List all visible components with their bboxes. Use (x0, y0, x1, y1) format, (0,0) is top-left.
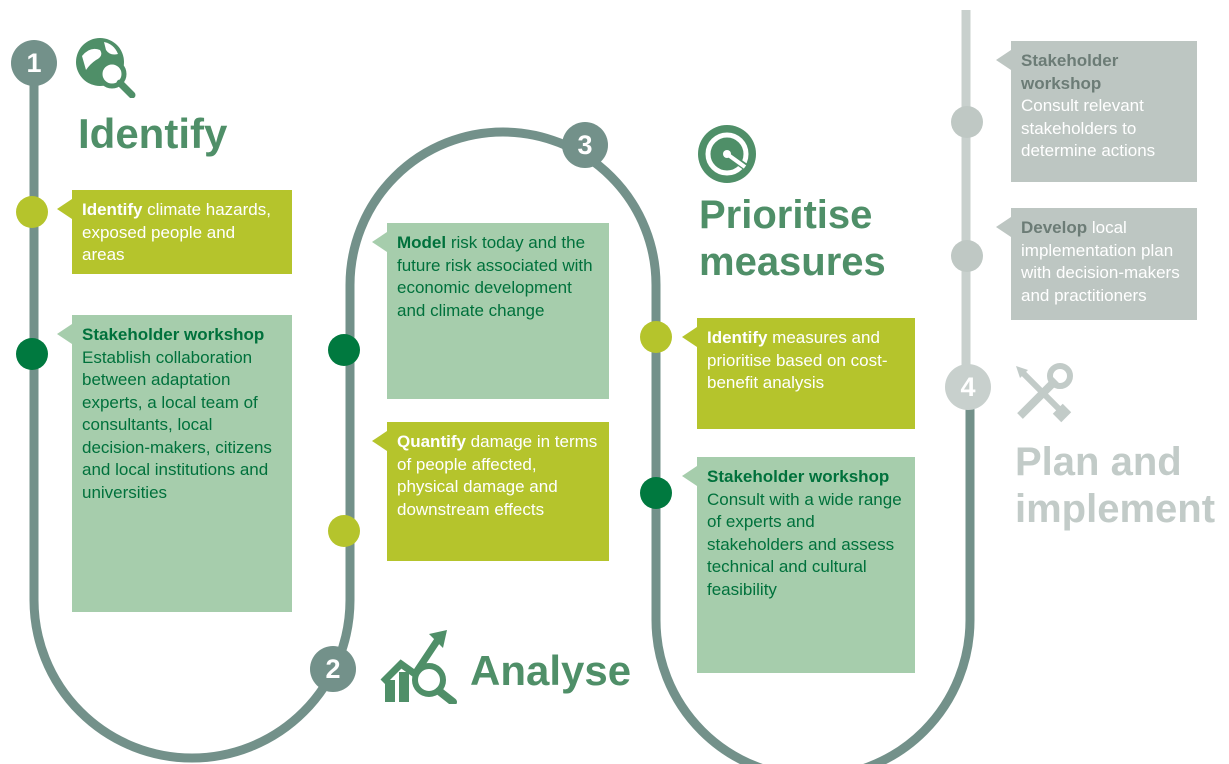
box-prioritise-workshop: Stakeholder workshop Consult with a wide… (682, 457, 915, 673)
box-prioritise-workshop-body: Consult with a wide range of experts and… (707, 489, 902, 599)
step-1-badge: 1 (11, 40, 57, 86)
dot-plan-workshop (951, 106, 983, 138)
box-identify-hazards-body: climate hazards, exposed people and area… (82, 200, 271, 264)
step-1-title: Identify (78, 110, 228, 157)
box-identify-measures-body: measures and prioritise based on cost-be… (707, 328, 888, 392)
box-plan-workshop-strong: Stakeholder workshop (1021, 51, 1119, 93)
box-develop-plan-body: local implementation plan with decision-… (1021, 218, 1180, 305)
dot-develop-plan (951, 240, 983, 272)
box-identify-workshop-body: Establish collaboration between adaptati… (82, 347, 272, 502)
step-3-badge: 3 (562, 122, 608, 168)
chart-magnifier-icon (379, 624, 459, 709)
dot-prioritise-workshop (640, 477, 672, 509)
step-4-title-line1: Plan and (1015, 440, 1182, 484)
box-model-risk-strong: Model (397, 233, 447, 252)
step-3-title: Prioritise measures (699, 192, 886, 286)
box-model-risk-body: risk today and the future risk associate… (397, 233, 593, 320)
gauge-icon (695, 122, 759, 191)
step-4-title-line2: implement (1015, 487, 1216, 532)
step-4-badge: 4 (945, 364, 991, 410)
dot-identify-hazards (16, 196, 48, 228)
step-3-title-line2: measures (699, 240, 886, 285)
box-quantify-body: damage in terms of people affected, phys… (397, 432, 598, 519)
box-model-risk: Model risk today and the future risk ass… (372, 223, 609, 399)
dot-model-risk (328, 334, 360, 366)
dot-identify-workshop (16, 338, 48, 370)
tools-icon (1010, 362, 1074, 431)
box-quantify-strong: Quantify (397, 432, 466, 451)
globe-magnifier-icon (70, 34, 136, 103)
box-identify-hazards: Identify climate hazards, exposed people… (57, 190, 292, 274)
dot-identify-measures (640, 321, 672, 353)
box-plan-workshop: Stakeholder workshop Consult relevant st… (996, 41, 1197, 182)
box-develop-plan-strong: Develop (1021, 218, 1088, 237)
box-identify-measures-strong: Identify (707, 328, 768, 347)
box-prioritise-workshop-strong: Stakeholder workshop (707, 467, 890, 486)
dot-quantify (328, 515, 360, 547)
step-2-title: Analyse (470, 647, 632, 694)
step-3-title-line1: Prioritise (699, 193, 873, 237)
box-develop-plan: Develop local implementation plan with d… (996, 208, 1197, 320)
box-quantify: Quantify damage in terms of people affec… (372, 422, 609, 561)
box-identify-workshop: Stakeholder workshop Establish collabora… (57, 315, 292, 612)
box-plan-workshop-body: Consult relevant stakeholders to determi… (1021, 96, 1156, 160)
step-4-title: Plan and implement (1015, 439, 1215, 533)
box-identify-hazards-strong: Identify (82, 200, 143, 219)
box-identify-workshop-strong: Stakeholder workshop (82, 325, 265, 344)
path-prioritise (651, 285, 975, 764)
box-identify-measures: Identify measures and prioritise based o… (682, 318, 915, 429)
step-2-badge: 2 (310, 646, 356, 692)
